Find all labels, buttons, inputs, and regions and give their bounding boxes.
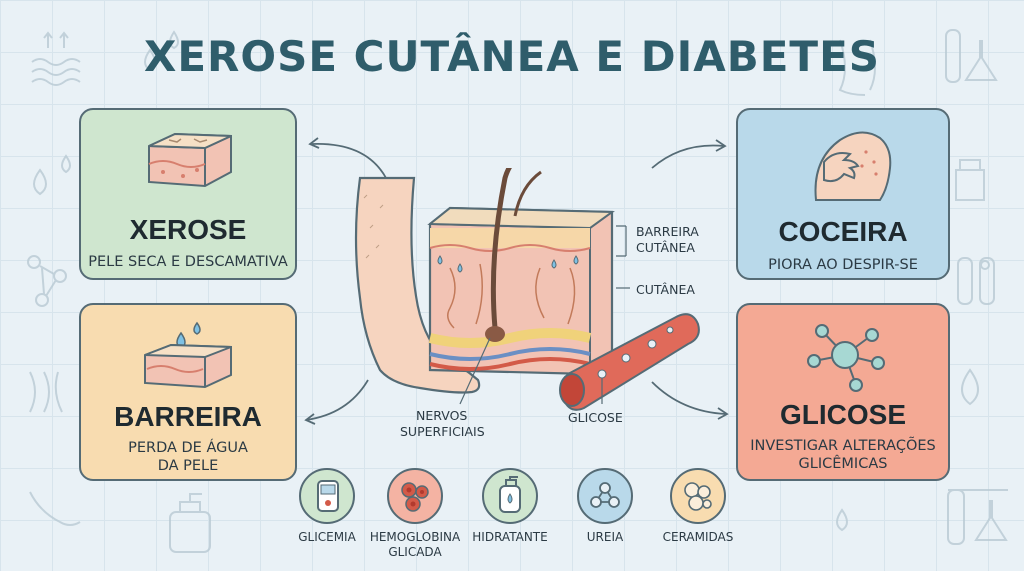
ureia-label: UREIA bbox=[586, 530, 624, 544]
molecule-icon bbox=[577, 468, 633, 524]
skin-barrier-water-icon bbox=[144, 321, 232, 389]
barreira-cutanea-label-line1: BARREIRA bbox=[636, 224, 699, 239]
hemoglobina-glicada-item: HEMOGLOBINA GLICADA bbox=[365, 468, 465, 560]
nervos-superficiais-label-line1: NERVOS bbox=[416, 408, 468, 423]
barreira-subtitle-line2: DA PELE bbox=[157, 458, 219, 474]
cutanea-label: CUTÂNEA bbox=[636, 282, 695, 297]
glucometer-icon bbox=[299, 468, 355, 524]
xerose-card: XEROSE PELE SECA E DESCAMATIVA bbox=[79, 108, 297, 280]
barreira-title: BARREIRA bbox=[114, 401, 262, 432]
glicose-subtitle-line1: INVESTIGAR ALTERAÇÕES bbox=[750, 438, 936, 454]
nervos-superficiais-label-line2: SUPERFICIAIS bbox=[400, 424, 485, 439]
glicose-subtitle-line2: GLICÊMICAS bbox=[798, 456, 888, 472]
foot-icon bbox=[354, 176, 481, 394]
hemoglobina-label-line2: GLICADA bbox=[388, 545, 442, 559]
barreira-cutanea-label-line2: CUTÂNEA bbox=[636, 240, 695, 255]
coceira-card: COCEIRA PIORA AO DESPIR-SE bbox=[736, 108, 950, 280]
glicemia-item: GLICEMIA bbox=[277, 468, 377, 545]
red-blood-cells-icon bbox=[387, 468, 443, 524]
coceira-subtitle: PIORA AO DESPIR-SE bbox=[768, 257, 918, 273]
coceira-title: COCEIRA bbox=[778, 216, 908, 247]
barreira-subtitle-line1: PERDA DE ÁGUA bbox=[128, 440, 248, 456]
lotion-bottle-icon bbox=[482, 468, 538, 524]
barreira-card: BARREIRA PERDA DE ÁGUA DA PELE bbox=[79, 303, 297, 481]
ceramidas-label: CERAMIDAS bbox=[662, 530, 734, 544]
glicose-label: GLICOSE bbox=[568, 410, 623, 425]
ceramidas-item: CERAMIDAS bbox=[648, 468, 748, 545]
page-title: XEROSE CUTÂNEA E DIABETES bbox=[143, 32, 881, 81]
xerose-subtitle: PELE SECA E DESCAMATIVA bbox=[88, 254, 288, 270]
hidratante-item: HIDRATANTE bbox=[460, 468, 560, 545]
dry-skin-block-icon bbox=[148, 132, 232, 188]
glicose-title: GLICOSE bbox=[779, 399, 906, 430]
glicose-card: GLICOSE INVESTIGAR ALTERAÇÕES GLICÊMICAS bbox=[736, 303, 950, 481]
ureia-item: UREIA bbox=[555, 468, 655, 545]
hidratante-label: HIDRATANTE bbox=[472, 530, 548, 544]
lipid-droplets-icon bbox=[670, 468, 726, 524]
skin-cross-section-illustration bbox=[354, 168, 700, 411]
scratching-shoulder-icon bbox=[814, 131, 892, 201]
xerose-title: XEROSE bbox=[129, 214, 247, 245]
glucose-molecule-icon bbox=[807, 324, 885, 392]
hemoglobina-label-line1: HEMOGLOBINA bbox=[369, 530, 461, 544]
hemoglobina-label: HEMOGLOBINA GLICADA bbox=[365, 530, 465, 560]
glicemia-label: GLICEMIA bbox=[298, 530, 356, 544]
